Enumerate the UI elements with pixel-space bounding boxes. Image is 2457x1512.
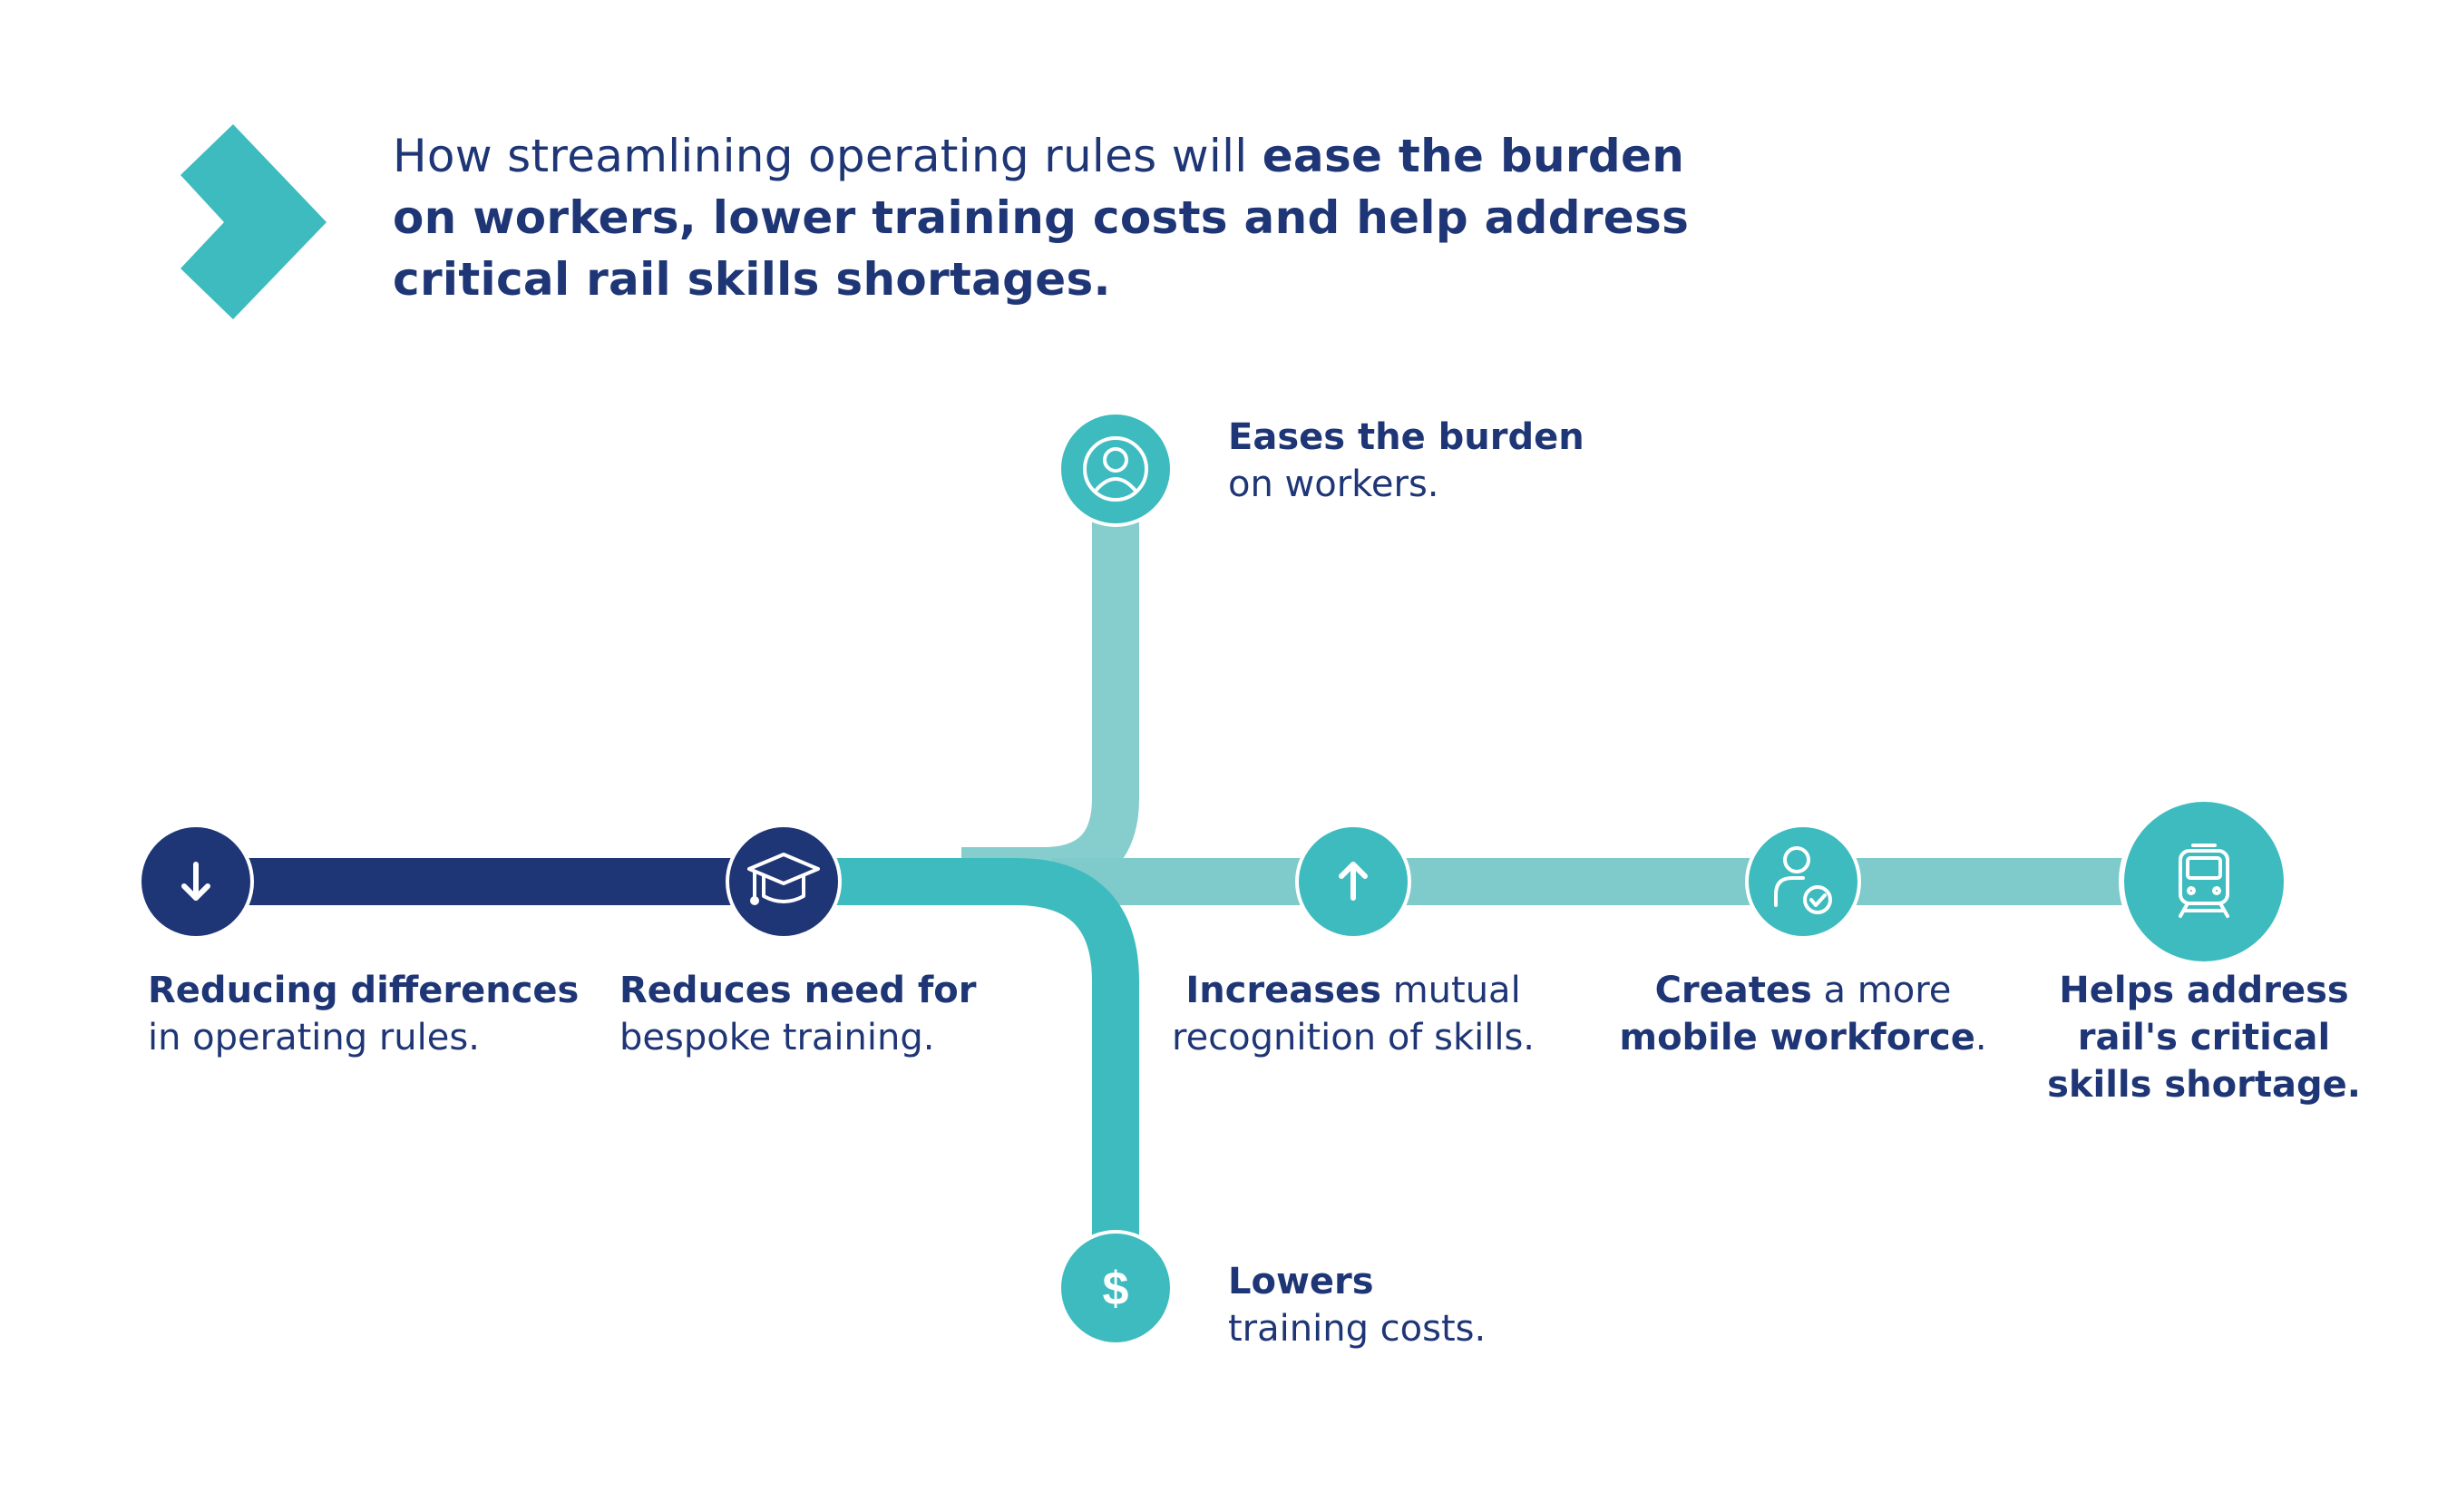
arrow-up-icon [1339,862,1368,901]
train-icon [2179,844,2229,918]
chevron-logo [180,124,327,319]
branch-up-line [961,508,1139,894]
node-eases-burden [1058,411,1174,527]
branch-down-line [834,858,1139,1238]
arrow-down-icon [181,862,210,901]
dollar-icon: $ [1103,1263,1129,1315]
person-check-icon [1774,846,1832,914]
node-reduces-need [726,824,842,940]
node-lowers-costs: $ [1058,1230,1174,1346]
node-reducing-differences [138,824,254,940]
graduation-cap-icon [747,853,820,905]
person-icon [1083,436,1148,502]
node-helps-address [2119,796,2289,967]
page-title: How streamlining operating rules will ea… [393,130,1690,306]
node-increases-recognition [1295,824,1411,940]
node-creates-workforce [1745,824,1861,940]
